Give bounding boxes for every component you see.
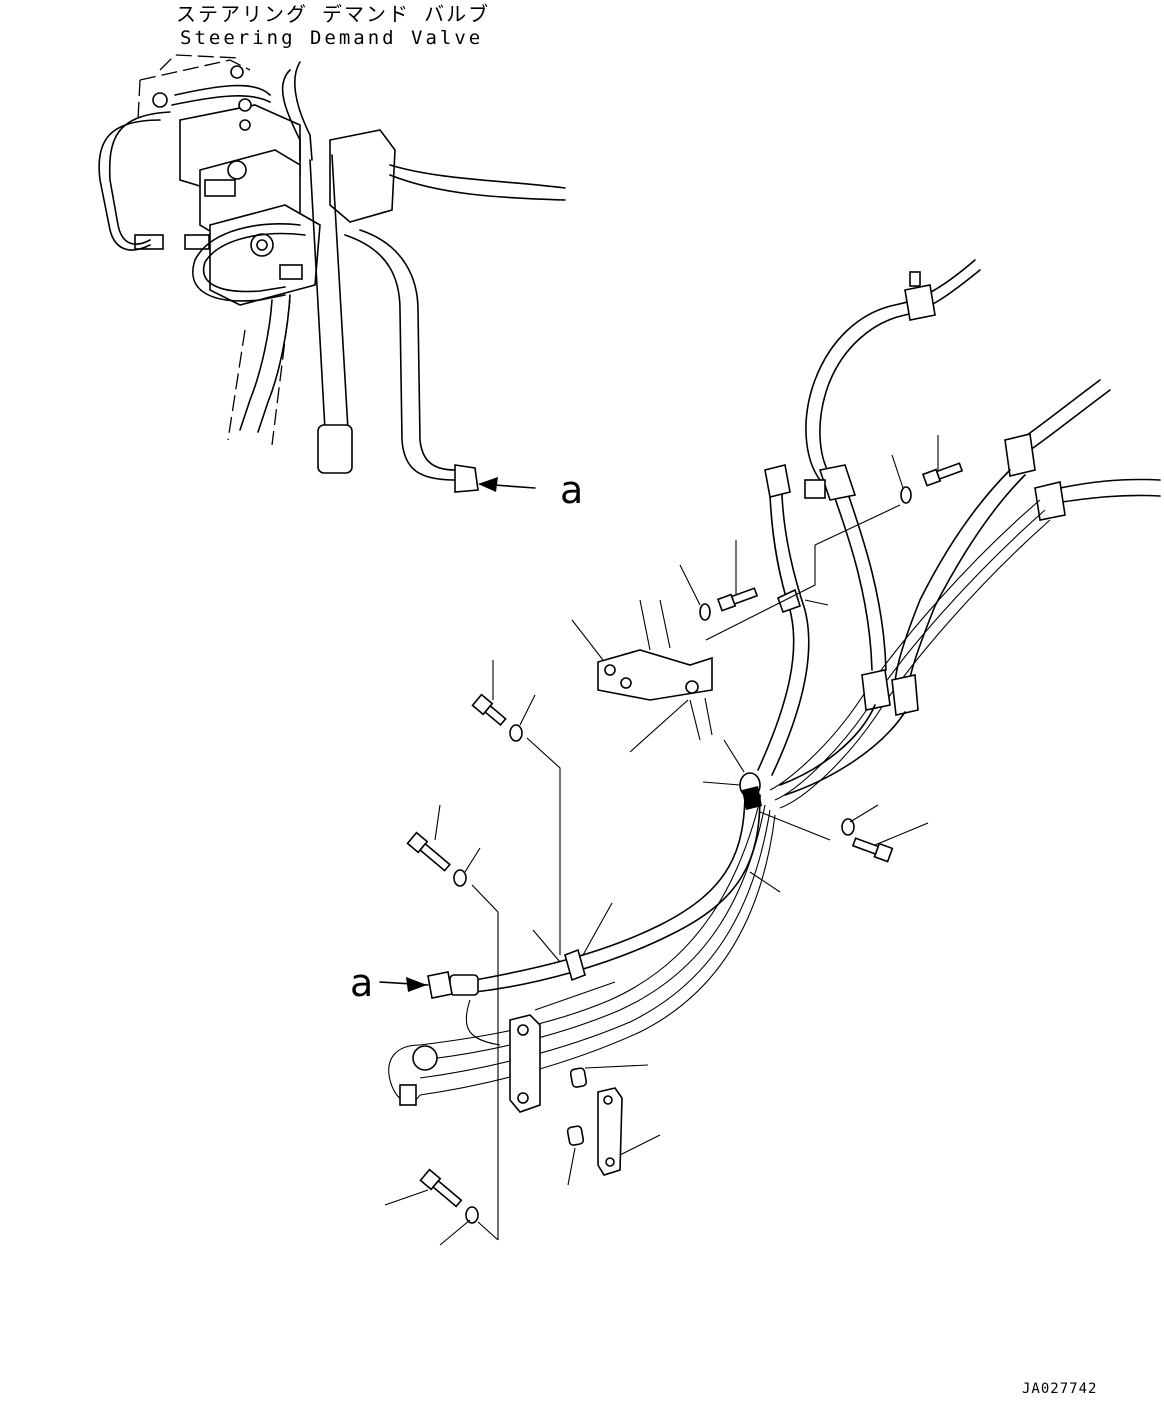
- document-id: JA027742: [1022, 1381, 1097, 1397]
- lower-clamp-bracket: [509, 1014, 541, 1113]
- reference-label-bottom: a: [350, 961, 373, 1005]
- hose-routing: [388, 259, 1161, 1106]
- reference-arrow-top: a: [478, 468, 583, 512]
- reference-arrow-bottom: a: [350, 961, 429, 1005]
- upper-bracket: [597, 599, 713, 741]
- fasteners: [406, 462, 964, 1224]
- leader-lines: [384, 435, 939, 1246]
- title-japanese: ステアリング デマンド バルブ: [176, 2, 490, 26]
- hose-clip: [564, 948, 586, 982]
- reference-label-top: a: [560, 468, 583, 512]
- steering-demand-valve-assembly: [98, 54, 566, 493]
- clamp-plate: [597, 1087, 623, 1176]
- title-english: Steering Demand Valve: [180, 27, 483, 49]
